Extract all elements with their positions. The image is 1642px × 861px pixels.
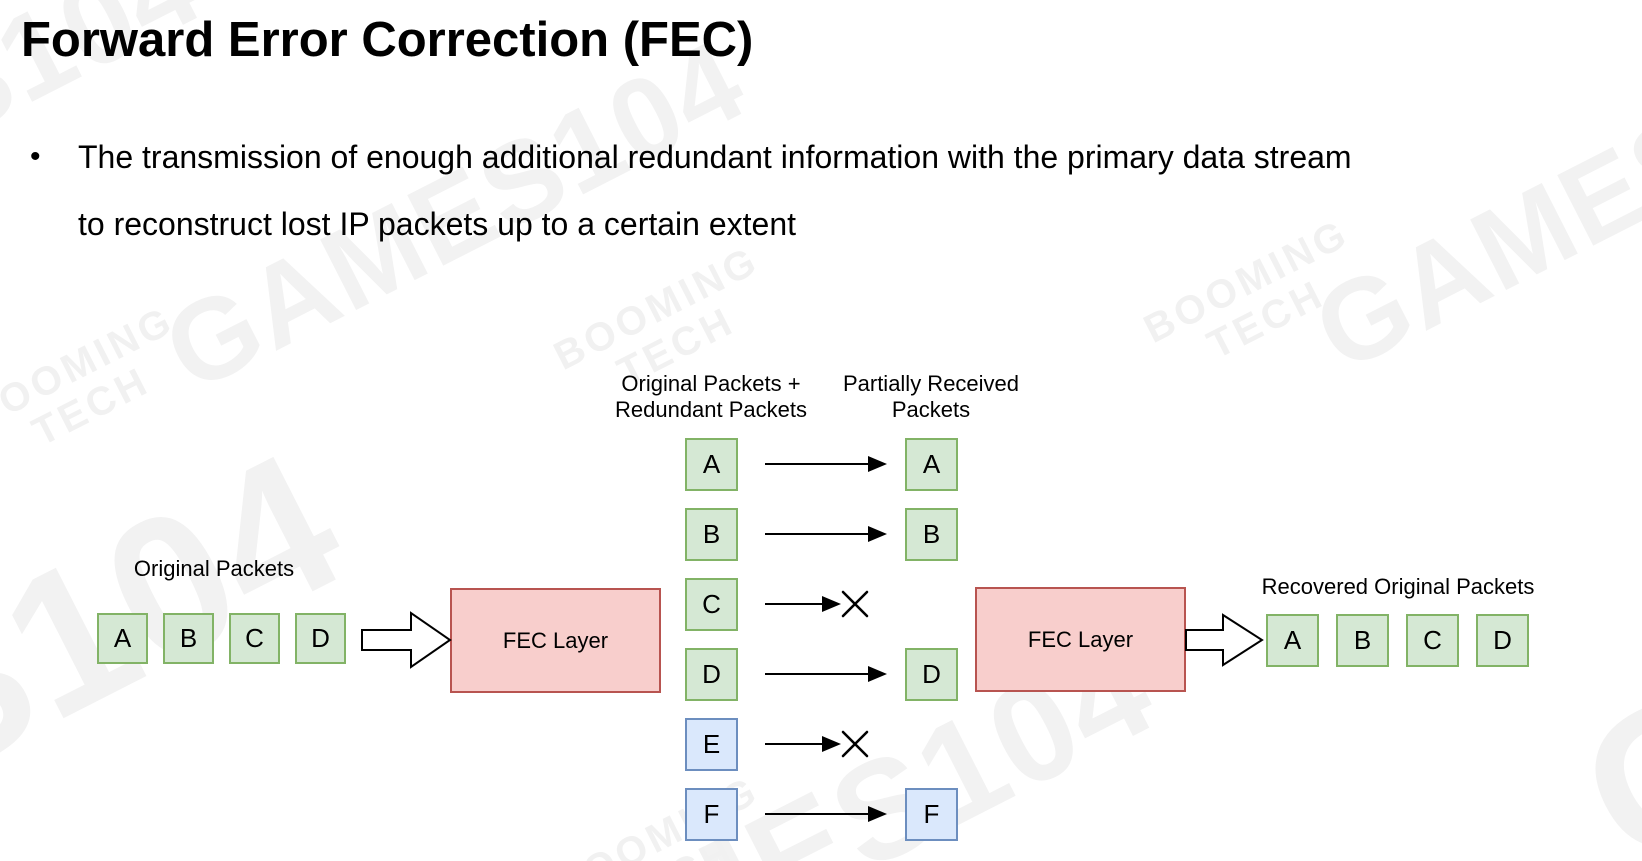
transmission-arrowhead — [868, 666, 887, 682]
packet-box-E: E — [685, 718, 738, 771]
page-title: Forward Error Correction (FEC) — [21, 13, 754, 67]
received-packets-label: Partially Received Packets — [791, 371, 1071, 423]
packet-box-F: F — [685, 788, 738, 841]
packet-lost-x-icon — [841, 590, 869, 618]
transmission-arrowhead — [868, 456, 887, 472]
packet-box-A: A — [685, 438, 738, 491]
transmission-arrowhead — [822, 596, 841, 612]
packet-lost-x-icon — [841, 730, 869, 758]
packet-box-C: C — [685, 578, 738, 631]
packet-box-D: D — [1476, 614, 1529, 667]
received-packets-label-line1: Partially Received — [842, 371, 1020, 396]
transmission-arrow-line — [765, 813, 868, 815]
encoded-packets-label: Original Packets + Redundant Packets — [571, 371, 851, 423]
block-arrow-out-of-decoder — [1185, 613, 1264, 667]
transmission-arrowhead — [822, 736, 841, 752]
encoded-packets-label-line1: Original Packets + — [621, 371, 801, 396]
packet-box-B: B — [1336, 614, 1389, 667]
transmission-arrow-line — [765, 463, 868, 465]
packet-box-B: B — [905, 508, 958, 561]
packet-box-D: D — [685, 648, 738, 701]
packet-box-B: B — [685, 508, 738, 561]
block-arrow-into-encoder — [361, 611, 452, 669]
bullet-marker: • — [30, 140, 41, 173]
packet-box-C: C — [229, 613, 280, 664]
transmission-arrow-line — [765, 673, 868, 675]
transmission-arrow-line — [765, 603, 822, 605]
transmission-arrow-line — [765, 743, 822, 745]
fec-layer-box-decoder: FEC Layer — [975, 587, 1186, 692]
transmission-arrow-line — [765, 533, 868, 535]
packet-box-A: A — [1266, 614, 1319, 667]
packet-box-D: D — [905, 648, 958, 701]
fec-layer-box-encoder: FEC Layer — [450, 588, 661, 693]
packet-box-D: D — [295, 613, 346, 664]
transmission-arrowhead — [868, 526, 887, 542]
bullet-text-line-1: The transmission of enough additional re… — [78, 139, 1352, 175]
transmission-arrowhead — [868, 806, 887, 822]
packet-box-B: B — [163, 613, 214, 664]
packet-box-A: A — [905, 438, 958, 491]
packet-box-C: C — [1406, 614, 1459, 667]
recovered-packets-label: Recovered Original Packets — [1261, 574, 1535, 599]
received-packets-label-line2: Packets — [891, 397, 971, 422]
packet-box-A: A — [97, 613, 148, 664]
packet-box-F: F — [905, 788, 958, 841]
bullet-text-line-2: to reconstruct lost IP packets up to a c… — [78, 206, 797, 242]
encoded-packets-label-line2: Redundant Packets — [614, 397, 808, 422]
original-packets-label: Original Packets — [133, 556, 295, 581]
